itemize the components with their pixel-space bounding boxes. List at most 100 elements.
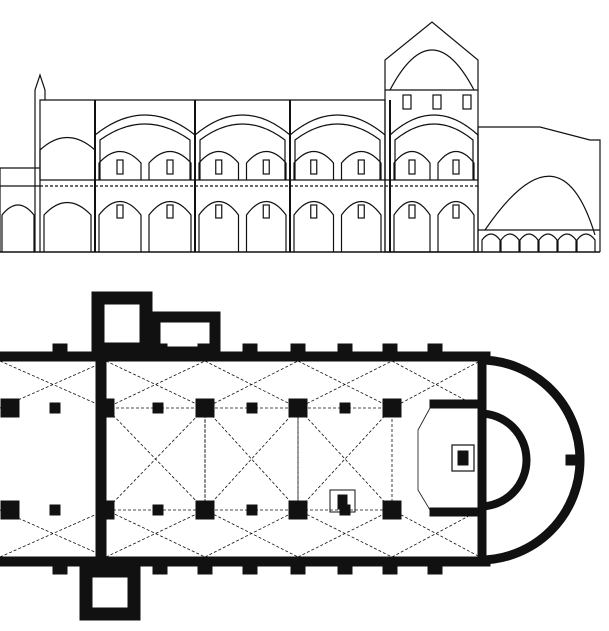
west-bay-arch bbox=[39, 137, 96, 180]
west-arcade-arch bbox=[43, 201, 92, 252]
aisle-rib bbox=[391, 509, 481, 558]
choir-wall-north bbox=[429, 399, 486, 409]
gallery-arch bbox=[245, 150, 287, 180]
aisle-window bbox=[116, 204, 124, 219]
gallery-arch bbox=[198, 150, 240, 180]
pier bbox=[49, 402, 61, 414]
aisle-rib bbox=[391, 509, 481, 558]
vault-arch-inner bbox=[199, 123, 286, 180]
south-tower bbox=[79, 564, 141, 621]
plan-walls bbox=[0, 343, 585, 575]
buttress bbox=[382, 563, 398, 575]
arcade-arch bbox=[393, 200, 431, 252]
aisle-rib bbox=[105, 360, 206, 409]
aisle-window bbox=[452, 204, 460, 219]
apse-inner-wall bbox=[479, 409, 531, 511]
arcade-arch bbox=[340, 200, 382, 252]
altar-stone bbox=[457, 450, 469, 466]
crossing-tower bbox=[384, 21, 479, 253]
gallery-arch bbox=[393, 150, 431, 180]
gallery-arch bbox=[98, 150, 142, 180]
aisle-window bbox=[408, 204, 416, 219]
apse-altar-pier bbox=[565, 454, 577, 466]
pier bbox=[95, 500, 115, 520]
gallery-arch bbox=[437, 150, 475, 180]
clerestory-window bbox=[452, 159, 460, 175]
aisle-window bbox=[310, 204, 318, 219]
vault-arch bbox=[289, 114, 386, 180]
west-aisle bbox=[0, 167, 40, 252]
apse-vault bbox=[484, 175, 596, 236]
clerestory-window bbox=[116, 159, 124, 175]
crypt-arch bbox=[481, 233, 501, 252]
west-aisle-arch bbox=[1, 204, 35, 252]
crypt-arch bbox=[538, 233, 558, 252]
aisle-window bbox=[215, 204, 223, 219]
vault-arch-inner bbox=[294, 123, 381, 180]
clerestory-window bbox=[166, 159, 174, 175]
vault-lines bbox=[0, 360, 481, 558]
aisle-rib bbox=[391, 360, 481, 409]
altar bbox=[451, 444, 475, 472]
aisle-rib bbox=[0, 509, 107, 558]
arcade-arch bbox=[245, 200, 287, 252]
choir-step bbox=[417, 407, 431, 511]
tomb-center bbox=[337, 494, 348, 510]
aisle-rib bbox=[391, 360, 481, 409]
ground-plan bbox=[0, 291, 585, 621]
aisle-rib bbox=[297, 509, 393, 558]
rib bbox=[297, 407, 393, 511]
north-chapel bbox=[149, 311, 221, 356]
buttress bbox=[152, 563, 168, 575]
buttress bbox=[427, 563, 443, 575]
vault-arch-inner bbox=[394, 123, 474, 180]
tomb bbox=[329, 489, 356, 513]
aisle-rib bbox=[105, 509, 206, 558]
gallery-arch bbox=[148, 150, 192, 180]
clerestory-window bbox=[215, 159, 223, 175]
buttress bbox=[337, 563, 353, 575]
arcade-arch bbox=[98, 200, 142, 252]
clerestory-window bbox=[310, 159, 318, 175]
aisle-window bbox=[166, 204, 174, 219]
buttress bbox=[197, 563, 213, 575]
buttress bbox=[242, 563, 258, 575]
apse-building bbox=[477, 126, 601, 252]
buttress bbox=[52, 343, 68, 355]
aisle-rib bbox=[105, 360, 206, 409]
arcade-arch bbox=[437, 200, 475, 252]
tower-window bbox=[462, 94, 472, 110]
aisle-window bbox=[357, 204, 365, 219]
pier bbox=[49, 504, 61, 516]
west-crossing-wall bbox=[95, 351, 107, 567]
pier bbox=[0, 398, 20, 418]
crypt-arch bbox=[557, 233, 577, 252]
west-pinnacle bbox=[34, 73, 46, 252]
rib bbox=[204, 407, 299, 511]
vault-arch bbox=[194, 114, 291, 180]
aisle-rib bbox=[105, 509, 206, 558]
aisle-rib bbox=[297, 360, 393, 409]
bay-outline bbox=[204, 407, 299, 511]
rib bbox=[105, 407, 206, 511]
crypt-arch bbox=[519, 233, 539, 252]
vault-arch bbox=[389, 114, 479, 180]
aisle-window bbox=[262, 204, 270, 219]
tower-window bbox=[402, 94, 412, 110]
buttress bbox=[290, 343, 306, 355]
north-tower bbox=[91, 291, 153, 356]
clerestory-window bbox=[262, 159, 270, 175]
tower-window bbox=[432, 94, 442, 110]
crypt-arch bbox=[576, 233, 596, 252]
aisle-rib bbox=[204, 509, 299, 558]
arcade-arch bbox=[148, 200, 192, 252]
tower-dome bbox=[389, 49, 475, 91]
gallery-arch bbox=[293, 150, 335, 180]
bay-outline bbox=[297, 407, 393, 511]
bay-outline bbox=[105, 407, 206, 511]
crypt-arch bbox=[500, 233, 520, 252]
vault-arch-inner bbox=[99, 123, 191, 180]
rib bbox=[297, 407, 393, 511]
buttress bbox=[290, 563, 306, 575]
